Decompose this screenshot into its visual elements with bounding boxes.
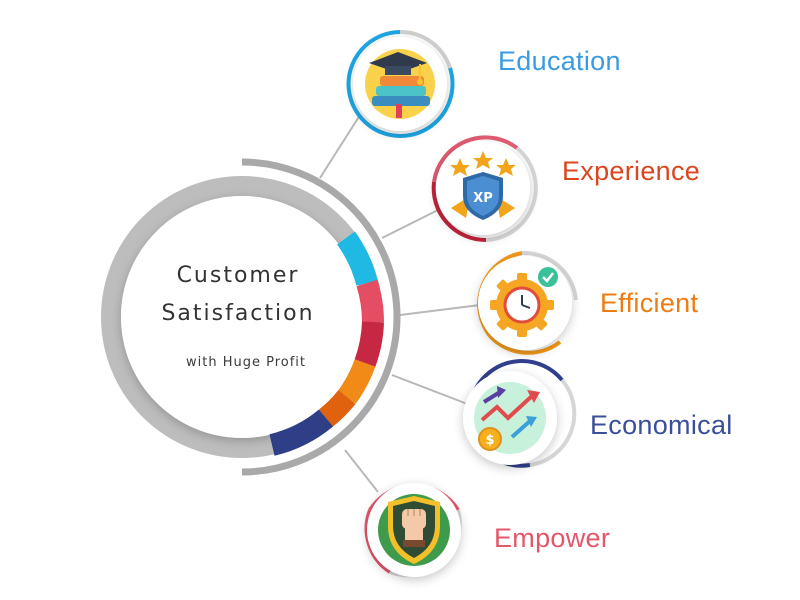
fist-shield-icon — [378, 494, 450, 566]
label-efficient: Efficient — [600, 288, 699, 318]
label-experience: Experience — [562, 156, 701, 186]
item-education — [346, 29, 455, 138]
svg-text:XP: XP — [473, 191, 493, 206]
center-disc — [121, 196, 363, 438]
connector-empower — [344, 449, 379, 493]
center-ring — [101, 158, 401, 476]
outer-arc — [241, 158, 401, 476]
ring-segment-red — [354, 321, 384, 367]
center-subtitle: with Huge Profit — [185, 355, 307, 370]
connector-education — [319, 114, 361, 179]
center-title-line1: Customer — [176, 263, 300, 288]
label-economical: Economical — [590, 410, 733, 440]
gear-clock-check-icon — [490, 267, 558, 337]
connector-economical — [391, 374, 471, 406]
item-efficient — [477, 250, 578, 355]
ring-segment-pink — [356, 279, 384, 323]
economical-ring-arc — [476, 359, 564, 387]
ring-segment-dark-orange — [318, 389, 356, 427]
ring-segment-orange — [337, 359, 376, 404]
graduation-cap-books-icon — [369, 52, 430, 118]
connector-experience — [381, 209, 439, 239]
label-empower: Empower — [494, 523, 611, 553]
connector-efficient — [399, 304, 481, 316]
connector-lines — [319, 114, 481, 493]
label-education: Education — [498, 46, 621, 76]
xp-badge-stars-icon: XP — [450, 151, 516, 220]
experience-ring-arc — [432, 135, 519, 183]
item-economical: $ — [463, 359, 577, 468]
item-empower — [364, 483, 462, 578]
ring-segment-navy — [269, 409, 334, 456]
ring-segment-cyan — [336, 231, 378, 286]
item-experience: XP — [431, 135, 538, 243]
education-ring-arc — [346, 30, 455, 138]
growth-arrows-coin-icon: $ — [474, 382, 546, 454]
svg-text:$: $ — [485, 433, 494, 448]
center-title-line2: Satisfaction — [161, 301, 315, 326]
